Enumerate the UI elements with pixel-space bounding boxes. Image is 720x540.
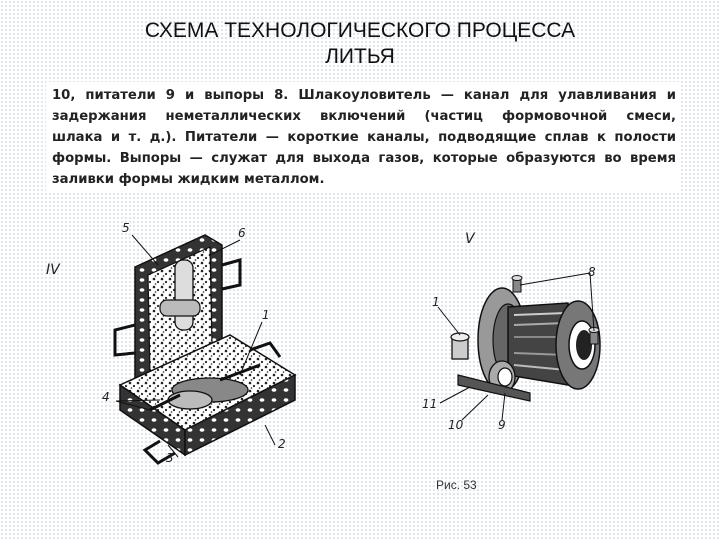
scanned-text-block: 10, питатели 9 и выпоры 8. Шлакоуловител…	[46, 82, 680, 192]
title-line-1: СХЕМА ТЕХНОЛОГИЧЕСКОГО ПРОЦЕССА	[144, 19, 576, 42]
text-line: заливки формы жидким металлом.	[52, 172, 325, 187]
figure-v-gating-system: V 8 1 11 10 9	[410, 225, 640, 455]
text-line: задержания неметаллических включений (ча…	[52, 109, 676, 124]
mold-drawing	[113, 234, 297, 465]
callout-6: 6	[238, 226, 246, 240]
callout-3: 3	[166, 451, 174, 465]
callout-8: 8	[588, 265, 596, 279]
text-line: формы. Выпоры — служат для выхода газов,…	[52, 151, 676, 166]
callout-9: 9	[498, 418, 506, 432]
gating-drawing	[437, 272, 601, 421]
text-line: 10, питатели 9 и выпоры 8. Шлакоуловител…	[52, 88, 676, 103]
callout-11: 11	[422, 397, 438, 411]
figure-iv-casting-mold: IV 5 6 1 4 3 2	[40, 205, 330, 475]
figure-v-label: V	[465, 231, 475, 247]
callout-10: 10	[448, 418, 464, 432]
figure-iv-label: IV	[46, 262, 60, 278]
callout-4: 4	[102, 390, 110, 404]
callout-1: 1	[432, 295, 440, 309]
slide-title: СХЕМА ТЕХНОЛОГИЧЕСКОГО ПРОЦЕССА ЛИТЬЯ	[60, 18, 660, 70]
callout-5: 5	[122, 221, 130, 235]
title-line-2: ЛИТЬЯ	[325, 45, 395, 68]
figure-caption: Рис. 53	[436, 478, 477, 492]
text-line: шлака и т. д.). Питатели — короткие кана…	[52, 130, 676, 145]
callout-2: 2	[278, 437, 286, 451]
callout-1: 1	[262, 308, 270, 322]
